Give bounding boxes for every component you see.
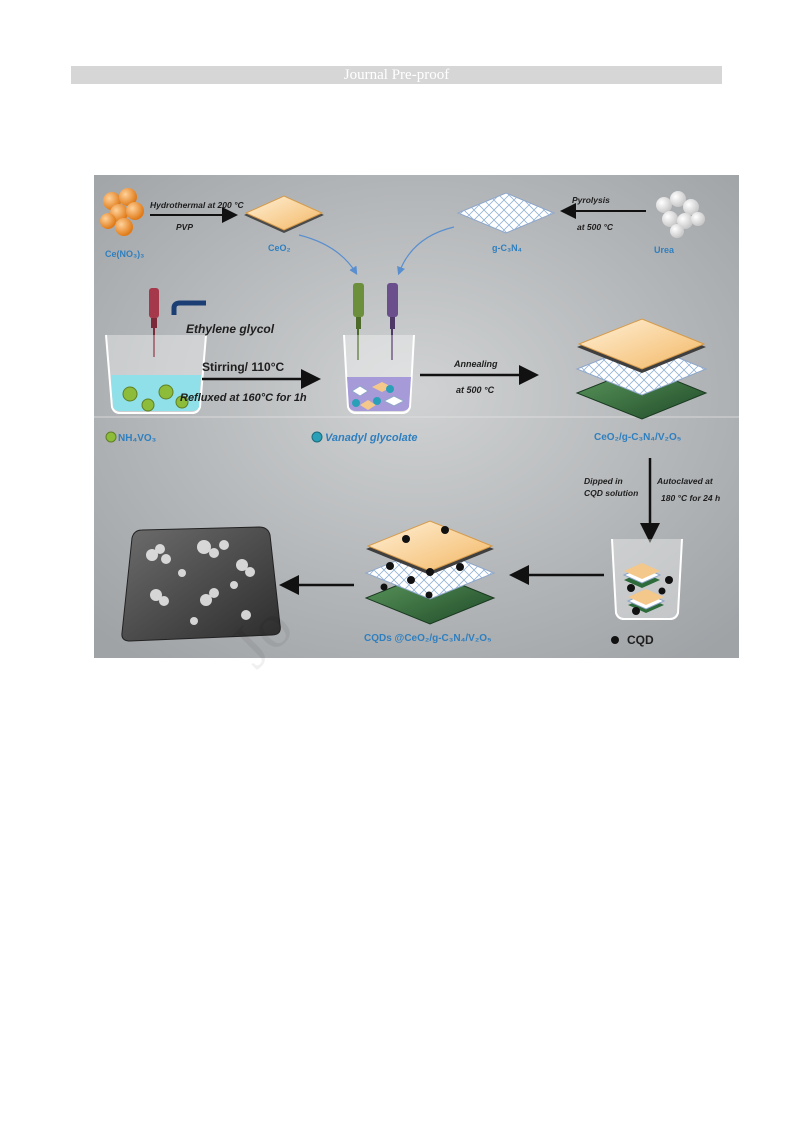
urea-spheres-icon	[656, 191, 705, 238]
journal-header-title: Journal Pre-proof	[343, 67, 450, 83]
cqd-label: CQD	[627, 633, 654, 647]
annealing-temp-label: at 500 °C	[456, 385, 495, 395]
ce-nitrate-spheres-icon	[100, 188, 144, 236]
vanadyl-beaker-icon	[343, 283, 415, 414]
nh4vo3-legend-dot	[105, 431, 117, 443]
final-product-label: CQDs @CeO₂/g-C₃N₄/V₂O₅	[364, 633, 492, 644]
nh4vo3-beaker-icon	[105, 288, 207, 414]
dipped-line2: CQD solution	[584, 488, 638, 498]
vanadyl-glycolate-label: Vanadyl glycolate	[325, 432, 418, 444]
composite-layer-stack-icon	[575, 318, 708, 420]
gc3n4-sheet-icon	[456, 192, 556, 234]
synthesis-scheme-figure: Ce(NO₃)₃ Hydrothermal at 200 °C PVP CeO₂…	[94, 175, 739, 658]
ethylene-glycol-label: Ethylene glycol	[186, 322, 275, 336]
hydrothermal-label: Hydrothermal at 200 °C	[150, 200, 244, 210]
gc3n4-to-beaker-arrow	[397, 226, 455, 276]
ceo2-plate-icon	[244, 195, 324, 233]
pvp-label: PVP	[176, 222, 193, 232]
composite-label: CeO₂/g-C₃N₄/V₂O₅	[594, 432, 682, 443]
urea-label: Urea	[654, 245, 675, 255]
annealing-label: Annealing	[453, 359, 498, 369]
cqd-composite-stack-icon	[364, 520, 496, 625]
journal-header-bar: Journal Pre-proof	[71, 66, 722, 84]
autoclaved-line2: 180 °C for 24 h	[661, 493, 720, 503]
cqd-beaker-icon	[611, 538, 683, 620]
nh4vo3-label: NH₄VO₃	[118, 433, 157, 444]
pyrolysis-temp-label: at 500 °C	[577, 222, 614, 232]
ceo2-label: CeO₂	[268, 243, 291, 253]
stirring-label: Stirring/ 110°C	[202, 360, 284, 374]
ceo2-to-beaker-arrow	[298, 234, 358, 276]
dipped-line1: Dipped in	[584, 476, 623, 486]
sem-image-icon	[121, 526, 281, 642]
vanadyl-legend-dot	[311, 431, 323, 443]
glycol-dropper-tube-icon	[171, 300, 206, 315]
gc3n4-label: g-C₃N₄	[492, 243, 522, 253]
cqd-legend-dot	[611, 636, 619, 644]
refluxed-label: Refluxed at 160°C for 1h	[180, 392, 307, 404]
ce-nitrate-label: Ce(NO₃)₃	[105, 249, 144, 259]
pyrolysis-label: Pyrolysis	[572, 195, 610, 205]
autoclaved-line1: Autoclaved at	[656, 476, 714, 486]
